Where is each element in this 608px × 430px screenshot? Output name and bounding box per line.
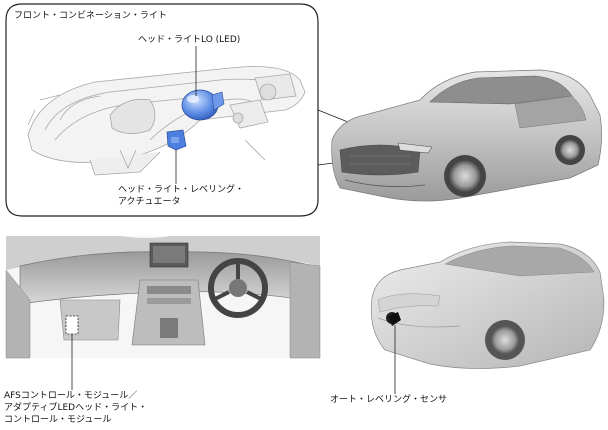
label-leveling-actuator-line1: ヘッド・ライト・レベリング・ — [118, 185, 245, 195]
headlight-lo-led-unit — [181, 89, 225, 121]
label-afs-module-line2: アダプティブLEDヘッド・ライト・ — [4, 403, 148, 413]
label-afs-module-line3: コントロール・モジュール — [4, 415, 112, 425]
label-leveling-actuator-line2: アクチュエータ — [118, 197, 181, 207]
label-headlight-lo: ヘッド・ライトLO (LED) — [138, 35, 241, 45]
label-front-combination-light: フロント・コンビネーション・ライト — [14, 11, 167, 21]
front-car-illustration — [331, 69, 602, 202]
leveling-actuator-part — [166, 129, 187, 151]
label-afs-module-line1: AFSコントロール・モジュール／ — [4, 391, 138, 401]
headlamp-assembly — [27, 66, 306, 176]
rear-car-illustration — [370, 241, 605, 369]
dashboard-interior-illustration — [5, 236, 321, 359]
label-auto-leveling-sensor: オート・レベリング・センサ — [330, 395, 448, 405]
